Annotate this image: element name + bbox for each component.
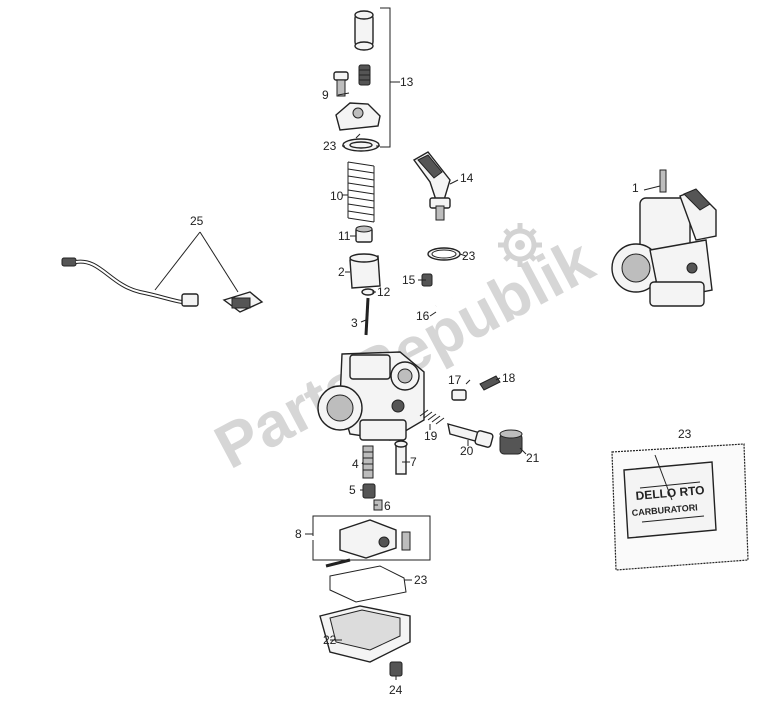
part-23-repair-kit-bag: DELLO RTO CARBURATORI bbox=[611, 443, 749, 571]
callout-4: 4 bbox=[352, 457, 359, 471]
callout-2: 2 bbox=[338, 265, 345, 279]
callout-5: 5 bbox=[349, 483, 356, 497]
part-10-spring bbox=[347, 161, 375, 223]
part-23-gasket-bowl bbox=[329, 565, 407, 603]
callout-6: 6 bbox=[384, 499, 391, 513]
callout-11: 11 bbox=[338, 229, 351, 243]
part-25-wire-assembly bbox=[61, 231, 264, 313]
part-18-screw bbox=[479, 375, 501, 391]
part-8-float-group bbox=[305, 515, 431, 568]
callout-9: 9 bbox=[322, 88, 329, 102]
callout-13: 13 bbox=[400, 75, 414, 89]
part-5-main-jet bbox=[362, 483, 376, 499]
part-21-cap bbox=[499, 429, 523, 455]
callout-23-mid: 23 bbox=[462, 249, 476, 263]
part-13-cap-tube bbox=[354, 10, 374, 51]
part-9-screw bbox=[333, 71, 349, 97]
callout-23-lower: 23 bbox=[414, 573, 428, 587]
part-13-bracket bbox=[380, 7, 400, 148]
part-23-o-ring-mid bbox=[427, 247, 461, 261]
callout-leaders bbox=[330, 92, 661, 680]
callout-25: 25 bbox=[190, 214, 204, 228]
callout-15: 15 bbox=[402, 273, 416, 287]
callout-12: 12 bbox=[377, 285, 391, 299]
callout-21: 21 bbox=[526, 451, 540, 465]
callout-23-bag: 23 bbox=[678, 427, 692, 441]
callout-24: 24 bbox=[389, 683, 403, 697]
part-23-seal-ring-top bbox=[342, 138, 380, 152]
callout-3: 3 bbox=[351, 316, 358, 330]
callout-1: 1 bbox=[632, 181, 639, 195]
callout-17: 17 bbox=[448, 373, 462, 387]
part-24-drain-screw bbox=[389, 661, 403, 677]
part-13-cover bbox=[335, 102, 381, 131]
callout-18: 18 bbox=[502, 371, 516, 385]
part-4-nozzle bbox=[362, 445, 374, 479]
callout-14: 14 bbox=[460, 171, 474, 185]
bag-brand-text: DELLO RTO bbox=[635, 483, 705, 503]
callout-8: 8 bbox=[295, 527, 302, 541]
part-14-choke bbox=[412, 151, 451, 221]
callout-20: 20 bbox=[460, 444, 474, 458]
main-carburetor-body bbox=[317, 351, 425, 441]
callout-23-top: 23 bbox=[323, 139, 337, 153]
part-16-fuel-fitting bbox=[427, 286, 454, 319]
gear-icon bbox=[498, 223, 542, 267]
callout-7: 7 bbox=[410, 455, 417, 469]
part-2-throttle-valve bbox=[349, 253, 381, 289]
part-3-needle bbox=[364, 297, 370, 336]
part-22-float-bowl bbox=[319, 605, 411, 663]
callout-labels: 13 9 23 10 11 2 12 3 14 23 15 16 1 25 17… bbox=[190, 75, 692, 697]
part-1-carburetor-complete bbox=[611, 169, 717, 307]
part-11-retainer bbox=[355, 225, 373, 243]
callout-22: 22 bbox=[323, 633, 337, 647]
callout-16: 16 bbox=[416, 309, 430, 323]
part-17-screw bbox=[451, 389, 467, 401]
part-7-screw bbox=[394, 440, 408, 475]
part-19-spring bbox=[419, 409, 445, 425]
callout-19: 19 bbox=[424, 429, 438, 443]
part-13-adjuster-screw bbox=[358, 64, 371, 86]
callout-10: 10 bbox=[330, 189, 344, 203]
part-20-idle-screw bbox=[447, 423, 494, 448]
